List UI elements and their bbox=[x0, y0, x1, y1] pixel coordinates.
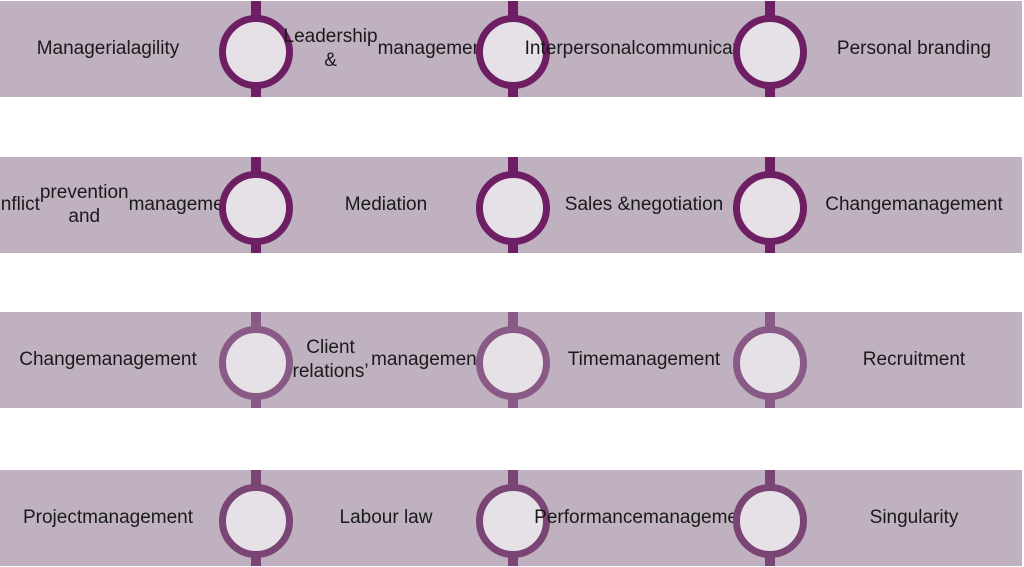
skill-label: Sales &negotiation bbox=[564, 194, 724, 215]
connector-node bbox=[730, 157, 810, 253]
skill-label: Labour law bbox=[339, 507, 433, 528]
connector-node bbox=[473, 1, 553, 97]
circle-icon bbox=[219, 15, 293, 89]
skill-label: Leadership &management bbox=[283, 26, 489, 71]
connector-node bbox=[216, 157, 296, 253]
connector-node bbox=[473, 470, 553, 566]
connector-node bbox=[216, 470, 296, 566]
skill-label: Mediation bbox=[344, 194, 428, 215]
skill-label: Recruitment bbox=[862, 349, 966, 370]
circle-icon bbox=[219, 484, 293, 558]
skill-label: Singularity bbox=[869, 507, 959, 528]
circle-icon bbox=[219, 171, 293, 245]
connector-node bbox=[473, 312, 553, 408]
circle-icon bbox=[733, 484, 807, 558]
circle-icon bbox=[733, 171, 807, 245]
circle-icon bbox=[733, 326, 807, 400]
circle-icon bbox=[476, 171, 550, 245]
connector-node bbox=[216, 312, 296, 408]
connector-node bbox=[730, 1, 810, 97]
connector-node bbox=[473, 157, 553, 253]
skill-label: Personal branding bbox=[836, 38, 992, 59]
circle-icon bbox=[476, 326, 550, 400]
circle-icon bbox=[476, 15, 550, 89]
connector-node bbox=[730, 312, 810, 408]
skill-label: Client relations’management bbox=[292, 337, 482, 382]
circle-icon bbox=[733, 15, 807, 89]
connector-node bbox=[216, 1, 296, 97]
circle-icon bbox=[219, 326, 293, 400]
connector-node bbox=[730, 470, 810, 566]
circle-icon bbox=[476, 484, 550, 558]
